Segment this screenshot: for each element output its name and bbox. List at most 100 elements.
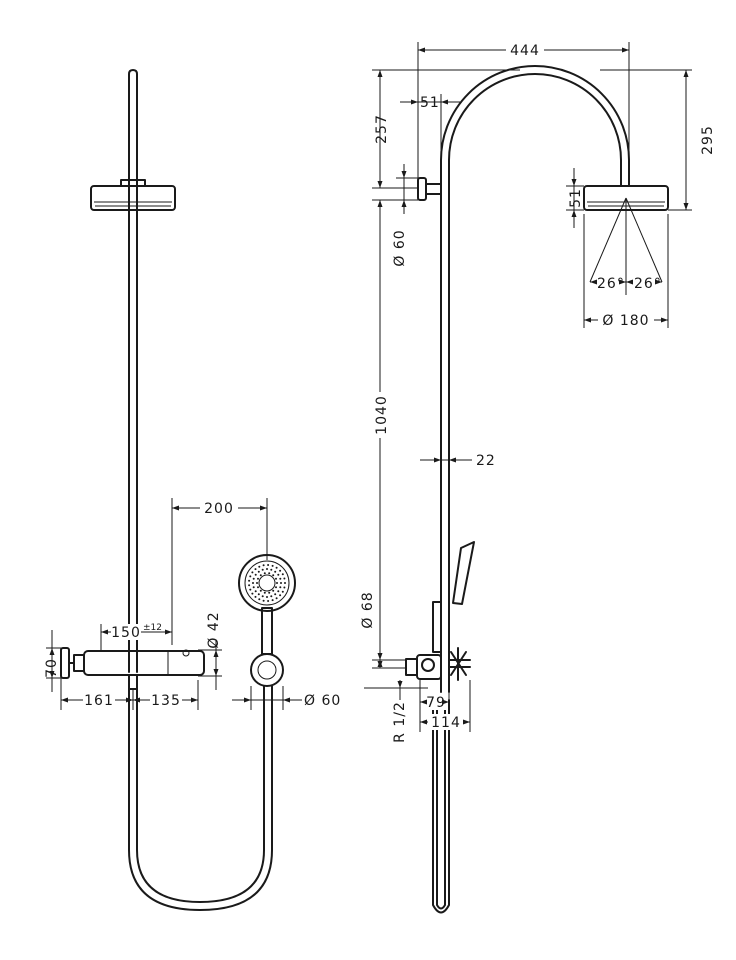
nozzle-dot <box>270 568 273 571</box>
dim-200-label: 200 <box>204 501 234 517</box>
nozzle-dot <box>274 570 277 573</box>
dim-79-label: 79 <box>426 695 446 711</box>
nozzle-dot <box>259 589 262 592</box>
dim-51-top-label: 51 <box>420 95 440 111</box>
dimension-arrowhead <box>244 697 251 703</box>
dim-295-label: 295 <box>700 125 716 155</box>
nozzle-dot <box>248 579 251 582</box>
nozzle-dot <box>257 577 259 580</box>
dimension-arrowhead <box>590 279 597 285</box>
dimension-arrowhead <box>418 47 425 53</box>
nozzle-dot <box>251 592 254 595</box>
side-hose <box>436 699 446 910</box>
nozzle-dot <box>257 593 260 596</box>
nozzle-dot <box>281 590 284 593</box>
dimension-arrowhead <box>49 648 55 655</box>
dimension-arrowhead <box>165 629 172 635</box>
dimension-arrowhead <box>283 697 290 703</box>
dimension-arrowhead <box>377 661 383 668</box>
dimension-arrowhead <box>441 99 448 105</box>
side-dim-60-label: Ø 60 <box>392 229 408 266</box>
dim-51-head-label: 51 <box>568 188 584 208</box>
dim-180-label: Ø 180 <box>602 313 649 329</box>
dimension-arrowhead <box>683 203 689 210</box>
dimension-arrowhead <box>463 719 470 725</box>
dimension-arrowhead <box>172 505 179 511</box>
dimension-arrowhead <box>683 70 689 77</box>
dimension-arrowhead <box>434 457 441 463</box>
dim-22-label: 22 <box>476 453 496 469</box>
nozzle-dot <box>277 590 280 593</box>
nozzle-dot <box>283 586 286 589</box>
dimension-arrowhead <box>571 179 577 186</box>
dimension-arrowhead <box>661 317 668 323</box>
nozzle-dot <box>284 582 286 584</box>
dimension-arrowhead <box>377 70 383 77</box>
nozzle-dot <box>267 564 270 566</box>
dim-257-label: 257 <box>374 114 390 144</box>
nozzle-dot <box>275 597 278 600</box>
dim-150-label: 150 <box>111 625 141 641</box>
nozzle-dot <box>252 586 255 589</box>
dimension-labels: 200 150 ±12 Ø 42 70 161 135 Ø 60 444 51 … <box>44 42 716 743</box>
dim-1040-label: 1040 <box>374 395 390 435</box>
front-dim-60-label: Ø 60 <box>304 693 341 709</box>
hand-shower-nozzles <box>248 564 286 602</box>
dimension-arrowhead <box>655 279 662 285</box>
nozzle-dot <box>254 590 257 593</box>
nozzle-dot <box>270 595 273 598</box>
front-view <box>60 69 296 911</box>
nozzle-dot <box>276 582 278 584</box>
nozzle-dot <box>272 574 275 577</box>
side-hand-shower <box>432 541 475 653</box>
nozzle-dot <box>279 569 282 572</box>
nozzle-dot <box>258 565 261 568</box>
nozzle-dot <box>279 586 282 589</box>
nozzle-dot <box>275 586 277 589</box>
dimension-arrowhead <box>377 200 383 207</box>
dimension-arrowhead <box>622 47 629 53</box>
nozzle-dot <box>275 577 277 580</box>
dim-150-tolerance: ±12 <box>143 623 162 633</box>
front-hand-shower <box>238 554 296 655</box>
dimension-arrowhead <box>626 279 633 285</box>
dimension-arrowhead <box>213 650 219 657</box>
nozzle-dot <box>266 596 268 598</box>
side-thermostat-body <box>405 647 471 681</box>
dimension-arrowhead <box>377 181 383 188</box>
dimension-arrowhead <box>126 697 133 703</box>
side-view <box>405 65 669 914</box>
nozzle-dot <box>268 591 271 594</box>
nozzle-dot <box>262 599 265 602</box>
dim-135-label: 135 <box>151 693 181 709</box>
dim-26-left-label: 26° <box>597 276 625 292</box>
dimension-arrowhead <box>401 200 407 207</box>
dimension-arrowhead <box>571 210 577 217</box>
dim-114-label: 114 <box>431 715 461 731</box>
nozzle-dot <box>262 564 265 567</box>
dimension-arrowhead <box>260 505 267 511</box>
nozzle-dot <box>248 584 251 587</box>
nozzle-dot <box>274 593 277 596</box>
nozzle-dot <box>252 582 254 584</box>
nozzle-dot <box>268 572 271 575</box>
dimension-arrowhead <box>397 681 403 688</box>
nozzle-dot <box>257 570 260 573</box>
dim-26-right-label: 26° <box>634 276 662 292</box>
nozzle-dot <box>256 582 258 584</box>
nozzle-dot <box>258 598 261 601</box>
nozzle-dot <box>259 574 262 577</box>
dimension-arrowhead <box>101 629 108 635</box>
dimension-arrowhead <box>619 279 626 285</box>
dimension-arrowhead <box>411 99 418 105</box>
nozzle-dot <box>261 568 264 571</box>
nozzle-dot <box>275 566 278 569</box>
dimension-arrowheads <box>49 47 689 725</box>
dimension-arrowhead <box>449 457 456 463</box>
nozzle-dot <box>280 582 282 584</box>
dimension-arrowhead <box>213 669 219 676</box>
nozzle-dot <box>271 564 274 567</box>
nozzle-dot <box>279 577 282 580</box>
dimension-arrowhead <box>133 697 140 703</box>
dim-161-label: 161 <box>84 693 114 709</box>
